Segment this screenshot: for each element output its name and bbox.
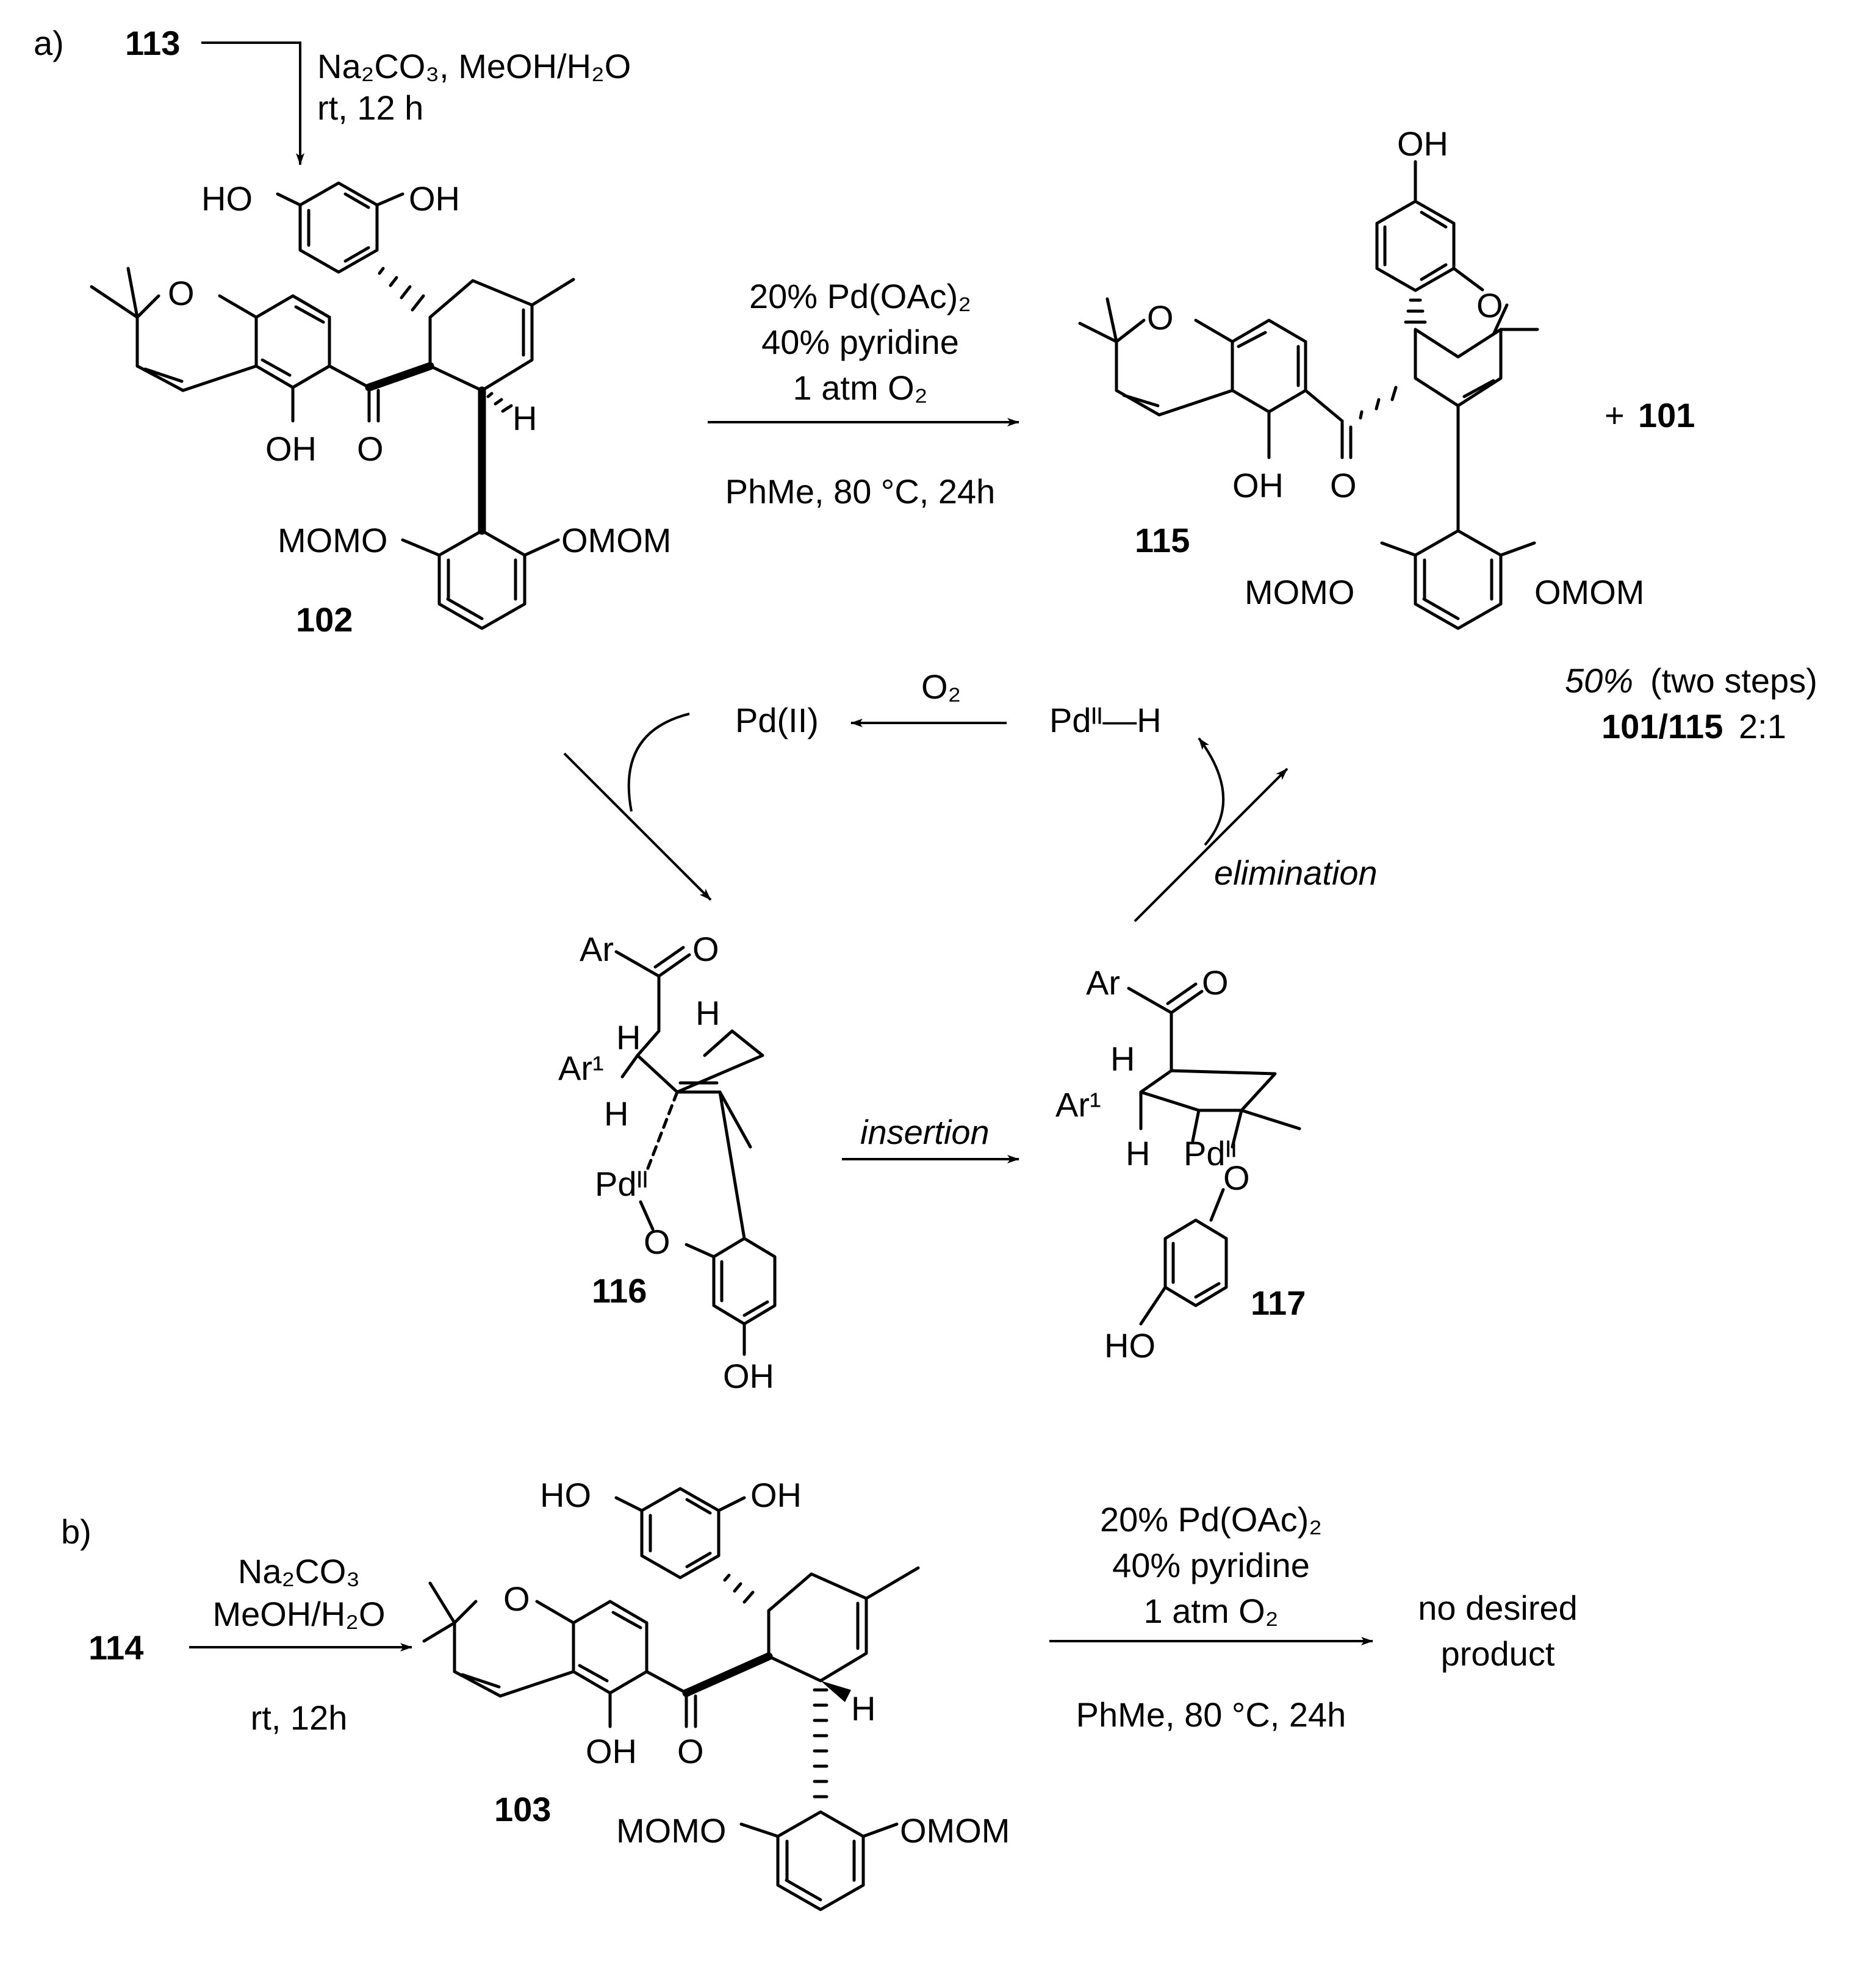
yield-percent: 50% — [1565, 661, 1633, 700]
c102-atom-O-carbonyl: O — [357, 429, 384, 468]
outcome-line2: product — [1441, 1634, 1555, 1673]
c117-atom-Ar: Ar — [1086, 963, 1120, 1002]
c103-atom-H: H — [851, 1689, 875, 1728]
c117-atom-H-1: H — [1110, 1040, 1135, 1078]
panel-b-step2-line1: 20% Pd(OAc)₂ — [1100, 1500, 1322, 1539]
plus-sign: + — [1605, 396, 1625, 434]
compound-102-label: 102 — [296, 600, 353, 639]
c102-atom-OMOM: OMOM — [561, 521, 671, 559]
compound-115-structure — [1078, 160, 1539, 630]
c115-atom-OH-top: OH — [1397, 124, 1448, 163]
c103-atom-OH-2: OH — [586, 1732, 637, 1770]
compound-114-label: 114 — [88, 1628, 143, 1667]
insertion-label: insertion — [860, 1113, 990, 1151]
compound-115-label: 115 — [1135, 521, 1190, 559]
c117-atom-H-2: H — [1126, 1134, 1150, 1173]
c116-atom-H-3: H — [604, 1094, 628, 1133]
c115-atom-O-ether: O — [1476, 286, 1503, 325]
step2-line3: 1 atm O₂ — [793, 368, 928, 407]
c115-atom-OH: OH — [1232, 466, 1284, 505]
ratio-value: 2:1 — [1739, 707, 1786, 746]
pdh-label: Pdᴵᴵ—H — [1049, 701, 1162, 739]
c117-atom-HO: HO — [1104, 1326, 1155, 1365]
c116-atom-H-2: H — [616, 1018, 641, 1057]
c116-atom-H-1: H — [695, 994, 720, 1032]
panel-b-step2-line2: 40% pyridine — [1112, 1546, 1310, 1584]
pd2-label: Pd(II) — [735, 701, 819, 739]
panel-a: a) 113 Na₂CO₃, MeOH/H₂O rt, 12 h — [34, 24, 1817, 746]
c116-atom-O: O — [692, 930, 719, 968]
c117-atom-O: O — [1202, 963, 1229, 1002]
c102-atom-OH-1: OH — [409, 179, 460, 218]
c102-atom-HO: HO — [201, 179, 253, 218]
panel-b-step1-line2: MeOH/H₂O — [212, 1595, 385, 1633]
c115-atom-OMOM: OMOM — [1534, 573, 1644, 611]
ratio-label: 101/115 — [1601, 707, 1723, 746]
elimination-label: elimination — [1214, 854, 1378, 892]
c102-atom-O-ring: O — [168, 274, 195, 312]
c115-atom-MOMO: MOMO — [1245, 573, 1354, 611]
o2-label: O₂ — [921, 667, 961, 706]
c103-atom-O-carbonyl: O — [677, 1732, 704, 1770]
panel-b-step2-line3: 1 atm O₂ — [1144, 1592, 1279, 1630]
step1-arrow — [201, 41, 304, 165]
catalytic-cycle: Pd(II) O₂ Pdᴵᴵ—H elimination insertion — [558, 667, 1378, 1395]
step1-conditions-line1: Na₂CO₃, MeOH/H₂O — [317, 47, 631, 85]
substrate-entry-arrow — [563, 752, 712, 901]
c103-atom-OH-1: OH — [750, 1476, 802, 1514]
intermediate-116-label: 116 — [592, 1271, 647, 1310]
panel-b-step1-line3: rt, 12h — [251, 1698, 348, 1737]
intermediate-117-structure — [1127, 982, 1301, 1326]
outcome-line1: no desired — [1418, 1589, 1578, 1627]
c103-atom-OMOM: OMOM — [900, 1811, 1010, 1850]
c116-atom-Ar1: Ar¹ — [558, 1049, 604, 1087]
c103-atom-HO: HO — [540, 1476, 591, 1514]
pd-entry-curve — [627, 713, 690, 812]
c102-atom-H: H — [512, 399, 537, 437]
step2-line2: 40% pyridine — [761, 323, 959, 361]
panel-b-label: b) — [61, 1512, 92, 1551]
step2-line4: PhMe, 80 °C, 24h — [725, 472, 996, 511]
c116-atom-Pd: Pdᴵᴵ — [595, 1165, 648, 1203]
compound-102-structure — [90, 181, 575, 630]
c102-atom-OH-2: OH — [265, 429, 317, 468]
compound-113-label: 113 — [125, 24, 180, 62]
yield-note: (two steps) — [1650, 661, 1817, 700]
c115-atom-O-carbonyl: O — [1330, 466, 1357, 505]
compound-101-label: 101 — [1638, 396, 1695, 434]
c103-atom-MOMO: MOMO — [616, 1811, 726, 1850]
c115-atom-O-ring: O — [1147, 298, 1174, 337]
c117-atom-Ar1: Ar¹ — [1055, 1085, 1101, 1124]
c102-atom-MOMO: MOMO — [278, 521, 387, 559]
intermediate-117-label: 117 — [1251, 1284, 1306, 1322]
product-release-arrow — [1134, 767, 1288, 922]
panel-b-step1-line1: Na₂CO₃ — [238, 1552, 360, 1590]
panel-b-step2-line4: PhMe, 80 °C, 24h — [1076, 1695, 1346, 1734]
intermediate-116-structure — [614, 946, 777, 1356]
compound-103-label: 103 — [494, 1790, 551, 1828]
c117-atom-Pd: Pdᴵᴵ — [1184, 1134, 1237, 1173]
compound-103-structure — [422, 1487, 920, 1911]
c116-atom-Ar: Ar — [580, 930, 614, 968]
c116-atom-O-2: O — [644, 1223, 670, 1261]
c117-atom-O-2: O — [1223, 1159, 1250, 1197]
c103-atom-O-ring: O — [503, 1579, 530, 1618]
step2-line1: 20% Pd(OAc)₂ — [749, 277, 971, 315]
c116-atom-OH: OH — [723, 1357, 774, 1395]
panel-b: b) 114 Na₂CO₃ MeOH/H₂O rt, 12h — [61, 1476, 1578, 1911]
step1-conditions-line2: rt, 12 h — [317, 88, 423, 127]
panel-a-label: a) — [34, 24, 64, 62]
pdh-curve-arrow — [1198, 737, 1225, 846]
